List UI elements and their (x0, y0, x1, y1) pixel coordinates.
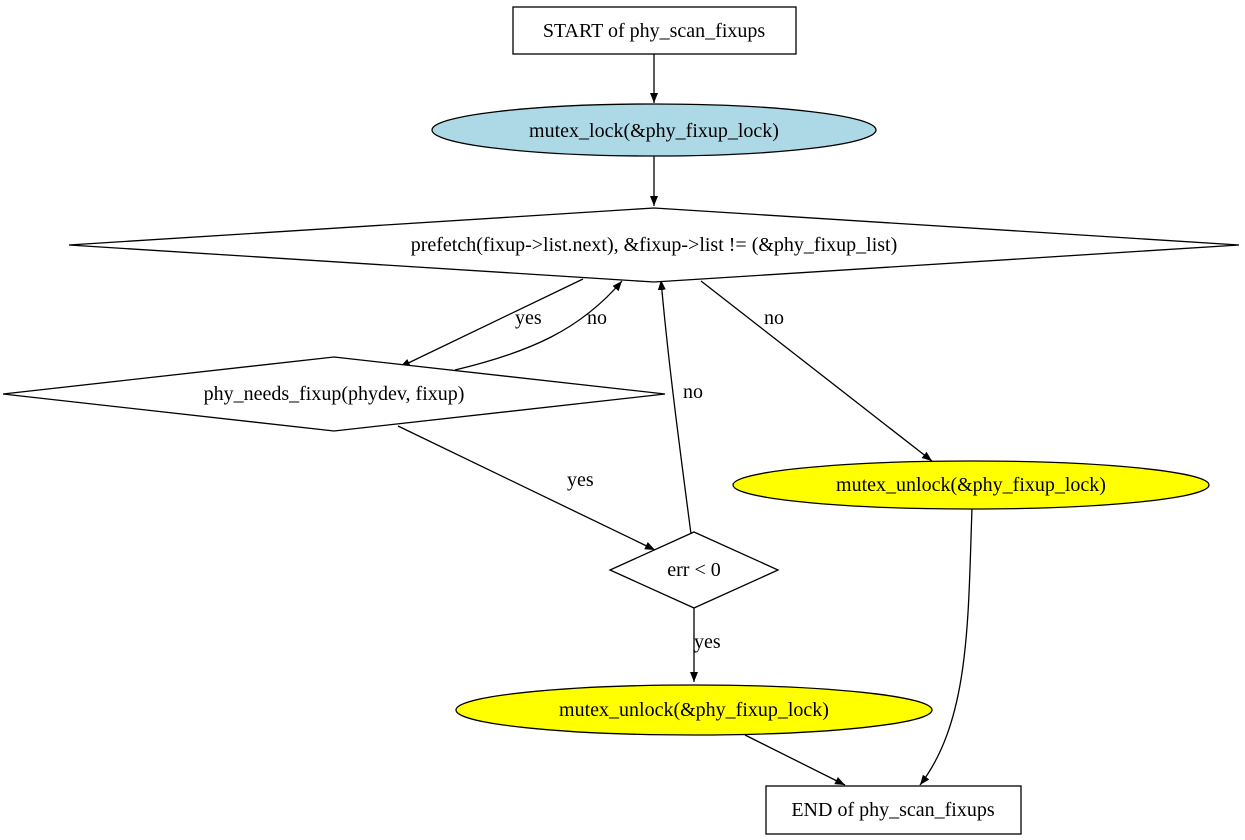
end-box (765, 785, 1022, 835)
node-start: START of phy_scan_fixups (512, 6, 797, 55)
start-label: START of phy_scan_fixups (543, 20, 766, 42)
node-loop-condition: prefetch(fixup->list.next), &fixup->list… (68, 207, 1240, 283)
edge-label-yes: yes (694, 631, 721, 653)
edge-loop-cond-to-unlock-right: no (700, 280, 933, 462)
node-mutex-unlock-right: mutex_unlock(&phy_fixup_lock) (732, 460, 1210, 510)
mutex-lock-label: mutex_lock(&phy_fixup_lock) (529, 120, 779, 142)
node-err-check: err < 0 (608, 531, 780, 609)
edge-unlock-right-to-end (919, 507, 973, 786)
edge-label-no: no (683, 381, 703, 403)
err-check-diamond (608, 531, 780, 609)
edge-unlock-bottom-to-end (744, 734, 846, 786)
edge-err-check-to-loop-cond: no (657, 279, 703, 535)
node-end: END of phy_scan_fixups (765, 785, 1022, 835)
edge-err-check-to-unlock-bottom: yes (690, 608, 721, 682)
mutex-unlock-right-ellipse (732, 460, 1210, 510)
mutex-unlock-right-label: mutex_unlock(&phy_fixup_lock) (836, 474, 1106, 496)
phy-needs-fixup-label: phy_needs_fixup(phydev, fixup) (204, 383, 465, 405)
edge-needs-fixup-to-loop-cond: no (454, 280, 623, 371)
edge-label-no: no (764, 307, 784, 329)
err-check-label: err < 0 (667, 559, 720, 581)
node-mutex-lock: mutex_lock(&phy_fixup_lock) (431, 103, 877, 157)
node-mutex-unlock-bottom: mutex_unlock(&phy_fixup_lock) (455, 684, 933, 736)
edge-label-yes: yes (567, 469, 594, 491)
phy-needs-fixup-diamond (2, 356, 666, 432)
mutex-lock-ellipse (431, 103, 877, 157)
edge-label-yes: yes (515, 307, 542, 329)
mutex-unlock-bottom-label: mutex_unlock(&phy_fixup_lock) (559, 699, 829, 721)
edge-loop-cond-to-needs-fixup: yes (399, 278, 584, 368)
end-label: END of phy_scan_fixups (791, 799, 995, 821)
edge-label-no: no (587, 307, 607, 329)
edge-needs-fixup-to-err-check: yes (397, 425, 656, 551)
loop-condition-label: prefetch(fixup->list.next), &fixup->list… (411, 234, 898, 256)
mutex-unlock-bottom-ellipse (455, 684, 933, 736)
start-box (512, 6, 797, 55)
node-phy-needs-fixup: phy_needs_fixup(phydev, fixup) (2, 356, 666, 432)
loop-condition-diamond (68, 207, 1240, 283)
